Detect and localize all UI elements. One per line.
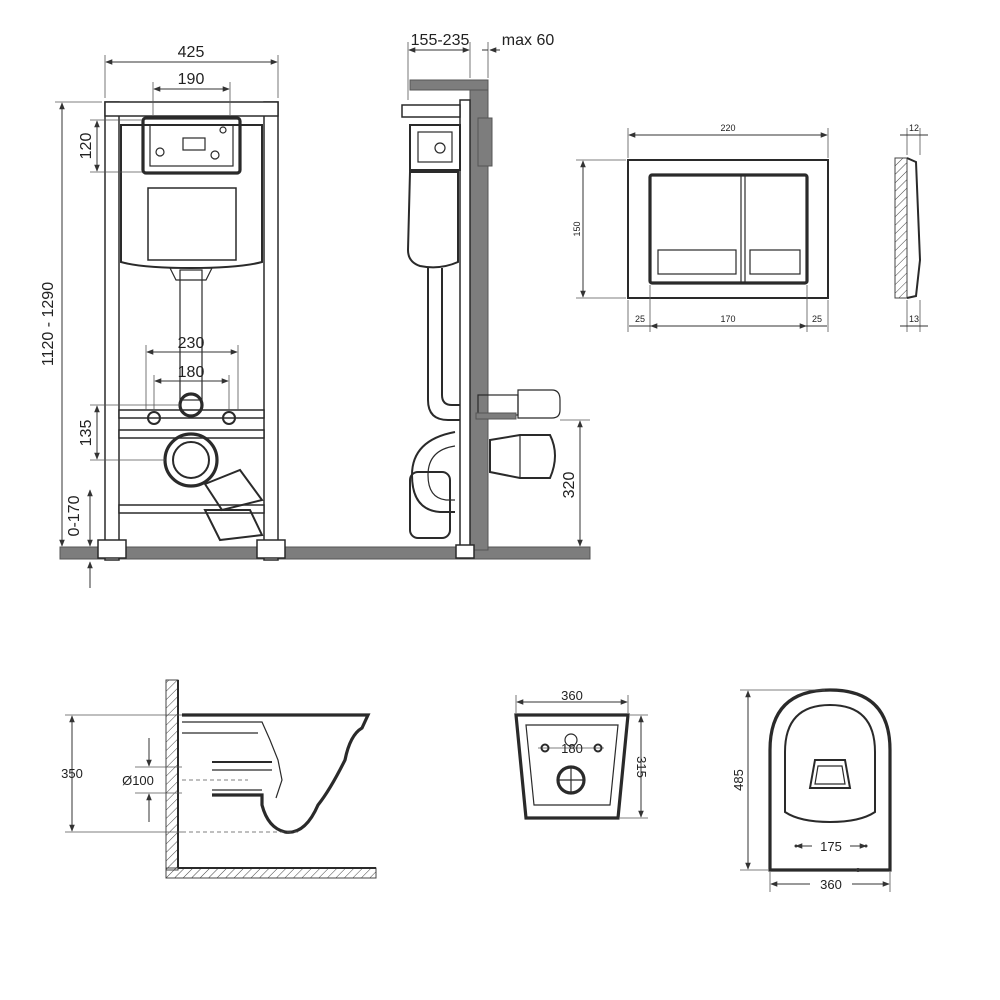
dim-plate-width: 220	[720, 123, 735, 133]
dim-top-offset: 120	[78, 133, 95, 160]
side-drain-connector	[489, 434, 556, 479]
frame-left-foot	[97, 539, 127, 559]
bowl-floor-hatch	[165, 867, 377, 879]
bowl-outline	[182, 713, 371, 834]
frame-side-view: 155-235 max 60 320	[401, 32, 590, 559]
dim-plate-thickness-top: 12	[909, 123, 919, 133]
dim-bolt-spacing-inner: 180	[178, 364, 205, 381]
bowl-top-view: 485 175 360	[731, 688, 892, 892]
side-foot	[455, 544, 475, 559]
dim-bowl-back-width: 360	[561, 688, 583, 703]
dim-pipe-diameter: Ø100	[122, 773, 154, 788]
flush-mechanism	[149, 124, 234, 167]
cistern-lower-panel	[147, 187, 237, 261]
plate-profile	[906, 157, 922, 299]
dim-frame-width: 425	[178, 44, 205, 61]
drain-outlet	[172, 441, 210, 479]
bowl-top-drain	[808, 759, 852, 789]
side-mechanism	[409, 124, 461, 171]
mechanism-part	[182, 137, 206, 151]
flush-pipe	[179, 269, 203, 401]
flush-button-small	[657, 249, 737, 275]
mounting-bolt-left	[147, 411, 161, 425]
dim-plate-margin-left: 25	[635, 314, 645, 324]
wall-top	[409, 79, 489, 91]
dim-bowl-bolt-spacing: 180	[561, 741, 583, 756]
mechanism-part	[219, 126, 227, 134]
bowl-bolt-right	[593, 743, 603, 753]
flush-plate-buttons-frame	[648, 173, 809, 285]
drain-elbow	[203, 468, 264, 512]
dim-frame-height: 1120 - 1290	[40, 282, 57, 366]
dim-outlet-offset: 135	[78, 420, 95, 447]
bowl-wall-hatch	[165, 679, 179, 871]
flush-plate-outline	[627, 159, 829, 299]
frame-front-view: 425 190 1120 - 1290 120 230 180 135 0-17…	[40, 44, 591, 588]
dim-bowl-back-height: 315	[634, 756, 649, 778]
mechanism-part	[210, 150, 220, 160]
dim-plate-thickness-bottom: 13	[909, 314, 919, 324]
flush-pipe-connector	[169, 267, 213, 281]
plate-wall-hatch	[894, 157, 908, 299]
drain-pipe	[203, 509, 264, 542]
frame-bolt-crossbar	[118, 409, 265, 419]
bowl-back-view: 360 180 315	[514, 688, 649, 820]
flush-plate-drawing: 220 150 25 170 25	[572, 123, 829, 332]
side-plate-stub	[477, 117, 493, 167]
dim-outlet-height: 320	[561, 472, 578, 499]
dim-bowl-height: 350	[61, 766, 83, 781]
side-upright	[459, 99, 471, 559]
dim-bowl-length: 485	[731, 769, 746, 791]
dim-foot-adjust: 0-170	[66, 495, 83, 536]
frame-left-upright	[104, 101, 120, 561]
flush-opening	[141, 116, 242, 175]
side-cistern	[406, 171, 459, 269]
side-drain	[409, 471, 451, 539]
side-bolt	[475, 412, 517, 420]
dim-panel-width: 190	[178, 71, 205, 88]
mechanism-part	[155, 147, 165, 157]
frame-top-rail	[104, 101, 279, 117]
bowl-flush-inlet	[564, 733, 578, 747]
dim-wall-max: max 60	[502, 32, 555, 49]
bowl-back-outline	[514, 713, 630, 820]
frame-right-foot	[256, 539, 286, 559]
frame-right-upright	[263, 101, 279, 561]
dim-plate-height: 150	[572, 221, 582, 236]
side-top-bracket	[401, 104, 461, 118]
dim-plate-inner-width: 170	[720, 314, 735, 324]
mounting-bolt-right	[222, 411, 236, 425]
bowl-top-outline	[768, 688, 892, 872]
bowl-side-view: 350 Ø100	[61, 679, 377, 879]
dim-frame-depth: 155-235	[411, 32, 470, 49]
dim-seat-bolts: 175	[820, 839, 842, 854]
dim-bowl-top-width: 360	[820, 877, 842, 892]
dim-bolt-spacing-outer: 230	[178, 335, 205, 352]
floor	[59, 546, 591, 560]
flush-plate-profile: 12 13	[894, 123, 928, 332]
bowl-bolt-left	[540, 743, 550, 753]
dim-plate-margin-right: 25	[812, 314, 822, 324]
frame-bottom-crossbar	[118, 504, 265, 514]
side-flush-pipe	[427, 268, 460, 421]
bowl-top-inner	[784, 703, 876, 824]
flush-button-large	[749, 249, 801, 275]
